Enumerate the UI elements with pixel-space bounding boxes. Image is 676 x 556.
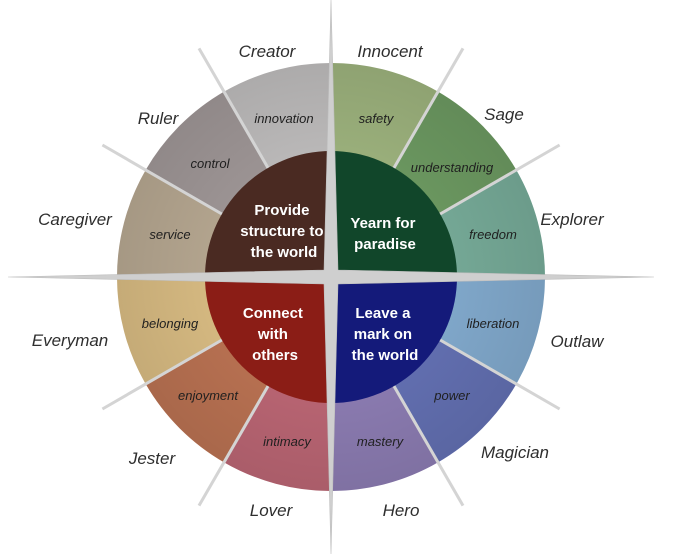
divider-spoke — [197, 47, 271, 171]
motive-label-mastery: mastery — [357, 434, 405, 449]
quadrant-structure — [205, 151, 331, 277]
quadrant-mark-line-2: mark on — [354, 326, 412, 343]
archetype-label-sage: Sage — [484, 105, 524, 124]
quadrant-mark-line-1: Leave a — [355, 305, 411, 322]
archetype-label-outlaw: Outlaw — [551, 332, 606, 351]
divider-spoke — [101, 337, 225, 411]
motive-label-control: control — [190, 156, 230, 171]
motive-label-innovation: innovation — [254, 111, 313, 126]
motive-label-power: power — [433, 388, 470, 403]
segment-dividers — [101, 47, 561, 507]
archetype-label-jester: Jester — [128, 449, 177, 468]
divider-spoke — [391, 47, 465, 171]
archetype-label-explorer: Explorer — [540, 210, 605, 229]
quadrant-connect-line-2: with — [257, 326, 288, 343]
motive-label-intimacy: intimacy — [263, 434, 312, 449]
divider-spoke — [391, 383, 465, 507]
motive-label-belonging: belonging — [142, 316, 199, 331]
archetype-labels: Innocent Sage Explorer Outlaw Magician H… — [32, 42, 605, 520]
quadrant-mark-text: Leave a mark on the world — [352, 305, 419, 364]
compass-star-shape — [7, 0, 655, 555]
quadrant-labels: Provide structure to the world Yearn for… — [240, 202, 419, 364]
archetype-label-ruler: Ruler — [138, 109, 180, 128]
quadrant-paradise-line-1: Yearn for — [350, 215, 415, 232]
quadrant-structure-line-2: structure to — [240, 223, 323, 240]
divider-spoke — [437, 337, 561, 411]
archetype-label-lover: Lover — [250, 501, 294, 520]
motive-label-safety: safety — [359, 111, 395, 126]
motive-labels: safety understanding freedom liberation … — [142, 111, 520, 449]
archetype-label-everyman: Everyman — [32, 331, 109, 350]
quadrant-connect — [205, 277, 331, 403]
archetype-label-magician: Magician — [481, 443, 549, 462]
archetype-label-innocent: Innocent — [357, 42, 423, 61]
quadrant-paradise — [331, 151, 457, 277]
divider-spoke — [101, 143, 225, 217]
inner-quadrants — [205, 151, 457, 403]
archetype-label-hero: Hero — [383, 501, 420, 520]
archetype-label-creator: Creator — [239, 42, 297, 61]
divider-spoke — [197, 383, 271, 507]
divider-spoke — [437, 143, 561, 217]
motive-label-understanding: understanding — [411, 160, 494, 175]
quadrant-structure-text: Provide structure to the world — [240, 202, 328, 261]
quadrant-structure-line-1: Provide — [254, 202, 309, 219]
quadrant-paradise-line-2: paradise — [354, 236, 416, 253]
quadrant-connect-line-3: others — [252, 347, 298, 364]
archetype-label-caregiver: Caregiver — [38, 210, 113, 229]
motive-label-service: service — [149, 227, 190, 242]
motive-label-freedom: freedom — [469, 227, 517, 242]
quadrant-connect-text: Connect with others — [243, 305, 307, 364]
quadrant-structure-line-3: the world — [251, 244, 318, 261]
quadrant-mark — [331, 277, 457, 403]
quadrant-paradise-text: Yearn for paradise — [350, 215, 419, 253]
motive-label-enjoyment: enjoyment — [178, 388, 239, 403]
motive-label-liberation: liberation — [467, 316, 520, 331]
compass-star — [7, 0, 655, 555]
quadrant-mark-line-3: the world — [352, 347, 419, 364]
quadrant-connect-line-1: Connect — [243, 305, 303, 322]
